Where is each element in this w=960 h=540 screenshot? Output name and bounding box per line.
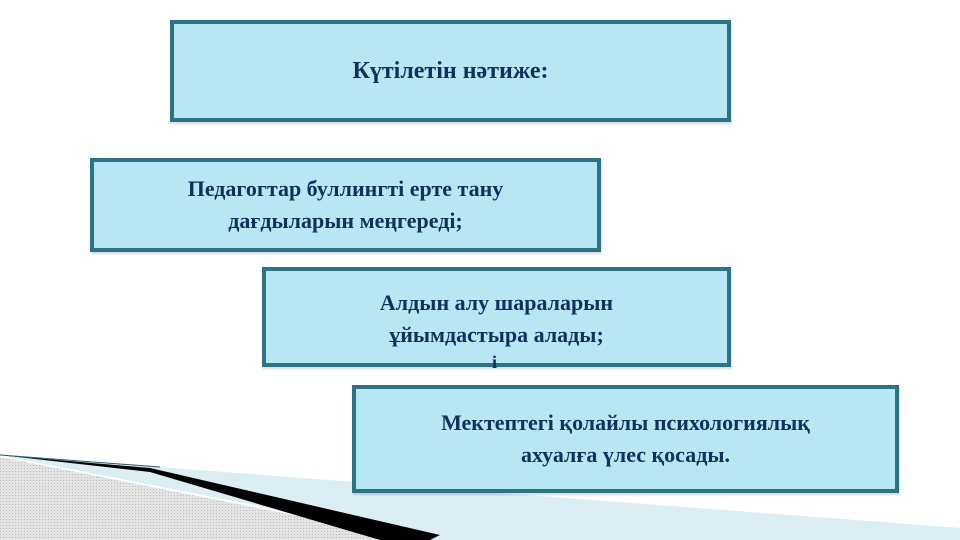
swoosh-thin-line <box>0 454 161 468</box>
title-text: Күтілетін нәтиже: <box>352 58 549 84</box>
outcome-text-1: Педагогтар буллингті ерте тану дағдылары… <box>187 176 504 233</box>
outcome-box-2: Алдын алу шараларын ұйымдастыра алады; <box>262 267 731 367</box>
outcome-box-1: Педагогтар буллингті ерте тану дағдылары… <box>90 158 601 252</box>
outcome-text-2: Алдын алу шараларын ұйымдастыра алады; <box>379 290 614 347</box>
swoosh-dark-stroke <box>0 455 440 540</box>
outcome-text-3: Мектептегі қолайлы психологиялық ахуалға… <box>441 410 810 467</box>
outcome-box-3: Мектептегі қолайлы психологиялық ахуалға… <box>352 385 899 493</box>
swoosh-light-band <box>0 455 960 540</box>
title-box: Күтілетін нәтиже: <box>170 20 731 122</box>
stray-mark: і <box>492 352 498 372</box>
